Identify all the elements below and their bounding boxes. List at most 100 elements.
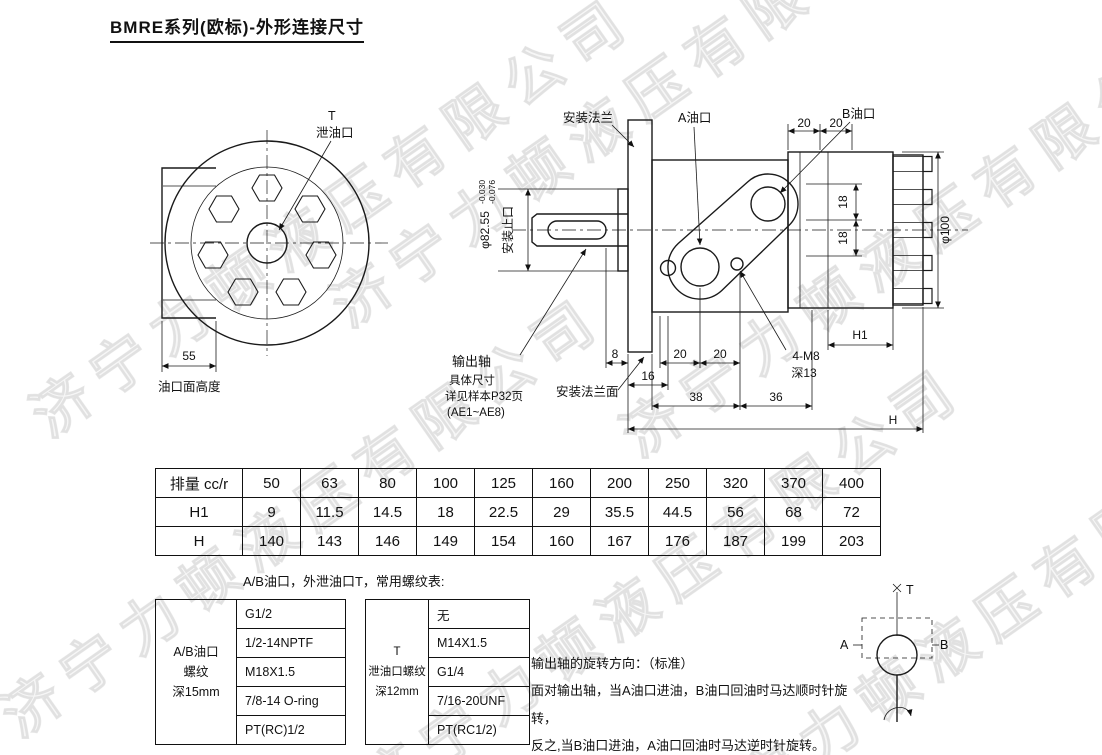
spec-cell: 160 [532,526,591,556]
mounting-flange [627,119,653,353]
dim-phi82-label: φ82.55 [478,211,492,249]
dim-55: 55 [161,321,217,372]
dim-20-label: 20 [797,116,811,130]
page-title: BMRE系列(欧标)-外形连接尺寸 [110,13,365,43]
flange-outer-circle [164,140,370,346]
spec-cell: 29 [532,497,591,527]
ab-thread-header-line: 螺纹 [183,665,209,679]
spec-cell: 35.5 [590,497,649,527]
shaft-note-line: 详见样本P32页 [445,389,523,403]
spec-cell: 187 [706,526,765,556]
drain-cross-icon [892,583,902,593]
spec-header-cell: 320 [706,468,765,498]
front-view: T 泄油口 55 油口面高度 [150,109,388,394]
port-a-circle [680,247,720,287]
shaft-center-circle [246,222,288,264]
spec-cell: 44.5 [648,497,707,527]
rotation-note-line1: 输出轴的旋转方向：（标准） [531,656,694,671]
dim-phi82-tol-top: -0.030 [477,180,487,204]
shaft-note-line: 具体尺寸 [449,373,495,387]
spec-cell: 203 [822,526,881,556]
shaft-keyway [547,220,607,240]
side-view: 安装法兰 A油口 B油口 20 20 φ82.55 -0.03 [445,107,968,433]
schematic-a-label: A [840,638,849,652]
spec-cell: 22.5 [474,497,533,527]
spec-cell: 143 [300,526,359,556]
t-thread-header-line: T [393,646,401,658]
spec-cell: 176 [648,526,707,556]
spec-cell: 146 [358,526,417,556]
spec-cell: 149 [416,526,475,556]
spec-header-cell: 100 [416,468,475,498]
dim-bottom-chain: 8 20 20 16 38 36 H [605,248,924,433]
spec-table: 排量 cc/r 50 63 80 100 125 160 200 250 320… [155,468,881,556]
ab-thread-header: A/B油口 螺纹 深15mm [155,599,237,745]
spigot-label: 安装止口 [500,206,515,254]
spec-header-cell: 50 [242,468,301,498]
spec-h1-row: H1 9 11.5 14.5 18 22.5 29 35.5 44.5 56 6… [155,497,881,527]
flange-face-label: 安装法兰面 [556,384,619,399]
spec-cell: 199 [764,526,823,556]
dim-38-label: 38 [689,390,703,404]
spec-header-cell: 125 [474,468,533,498]
dim-phi82: φ82.55 -0.030 -0.076 安装止口 [477,180,620,272]
dim-55-label: 55 [182,349,196,363]
spec-cell: 68 [764,497,823,527]
thread-option: 1/2-14NPTF [236,628,346,658]
spec-cell: 140 [242,526,301,556]
spec-cell: 167 [590,526,649,556]
spec-header-cell: 370 [764,468,823,498]
dim-phi100-label: φ100 [938,216,952,244]
thread-option: M14X1.5 [428,628,530,658]
thread-option: 7/8-14 O-ring [236,686,346,716]
thread-option: 7/16-20UNF [428,686,530,716]
flange-inner-circle [190,166,344,320]
spec-header-cell: 250 [648,468,707,498]
schematic-b-label: B [940,638,948,652]
dim-h1: H1 [827,307,894,350]
dim-18-18: 18 18 [806,183,862,257]
hex-bolts [197,174,337,306]
t-port-label: T [328,109,336,123]
thread-option: 无 [428,599,530,629]
thread-option: G1/2 [236,599,346,629]
dim-8-label: 8 [612,347,619,361]
spec-cell: 11.5 [300,497,359,527]
t-thread-header-line: 泄油口螺纹 [368,666,426,678]
schematic-motor-circle [876,634,918,676]
rear-housing [787,151,933,309]
spec-header-cell: 200 [590,468,649,498]
spec-header-cell: 400 [822,468,881,498]
thread-option: PT(RC)1/2 [236,715,346,745]
ab-thread-header-line: A/B油口 [173,645,219,659]
spec-cell: 56 [706,497,765,527]
spec-header-cell: 排量 cc/r [155,468,243,498]
port-b-label: B油口 [842,107,875,121]
dim-phi100: φ100 [902,151,952,309]
rotation-note-line2: 面对输出轴，当A油口进油，B油口回油时马达顺时针旋转， [531,683,848,726]
dim-h-label: H [889,413,898,427]
m8-hole [730,257,744,271]
spec-cell: 14.5 [358,497,417,527]
thread-note: A/B油口，外泄油口T，常用螺纹表: [243,574,445,589]
dim-16-label: 16 [641,369,655,383]
rotation-schematic: T A B [840,583,948,722]
dim-h1-label: H1 [852,328,868,342]
thread-option: PT(RC1/2) [428,715,530,745]
spec-cell: 72 [822,497,881,527]
spec-header-row: 排量 cc/r 50 63 80 100 125 160 200 250 320… [155,468,881,498]
output-shaft [531,213,628,247]
spec-cell: 18 [416,497,475,527]
schematic-group: T A B [840,583,948,722]
spec-cell: H1 [155,497,243,527]
dim-36-label: 36 [769,390,783,404]
rotation-note-line3: 反之,当B油口进油，A油口回油时马达逆时针旋转。 [531,738,825,754]
dim-phi82-tol-bottom: -0.076 [487,180,497,204]
schematic-valve-box [861,617,933,659]
output-shaft-label: 输出轴 [452,354,491,369]
bolt-spec-label: 4-M8 [792,349,820,363]
drain-hole [659,259,677,277]
spec-cell: H [155,526,243,556]
thread-option: M18X1.5 [236,657,346,687]
